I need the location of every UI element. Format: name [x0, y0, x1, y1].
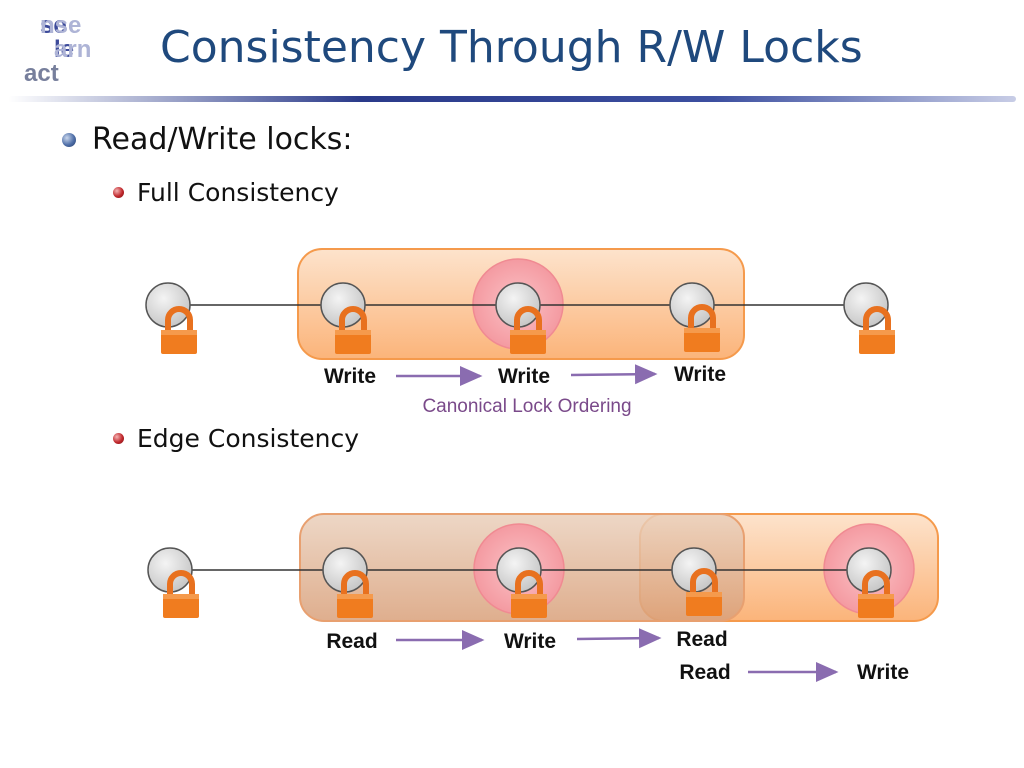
full-consistency-diagram: Write Write Write Canonical Lock Orderin…: [145, 248, 895, 417]
bullet-edge-consistency: Edge Consistency: [113, 424, 359, 453]
logo-text: se: [40, 12, 67, 39]
graph-node: [846, 547, 892, 593]
lock-label-write: Write: [498, 365, 550, 388]
lock-label-write: Write: [857, 661, 909, 684]
bullet-rw-locks: Read/Write locks:: [62, 122, 353, 157]
logo-text: nse: [40, 12, 82, 39]
logo-text: le: [54, 36, 75, 63]
canonical-lock-ordering-caption: Canonical Lock Ordering: [422, 396, 631, 417]
bullet-full-consistency: Full Consistency: [113, 178, 339, 207]
bullet-text: Edge Consistency: [137, 424, 360, 453]
logo-text: act: [24, 60, 59, 87]
lock-label-read: Read: [676, 628, 727, 651]
bullet-text: Full Consistency: [137, 178, 339, 207]
bullet-icon: [113, 187, 124, 198]
lock-label-write: Write: [674, 363, 726, 386]
bullet-text: Read/Write locks:: [92, 122, 353, 157]
title-divider: [8, 96, 1016, 102]
lock-label-read: Read: [326, 630, 377, 653]
lock-label-read: Read: [679, 661, 730, 684]
logo-text: arn: [54, 36, 92, 63]
bullet-icon: [113, 433, 124, 444]
lock-label-write: Write: [324, 365, 376, 388]
lock-label-write: Write: [504, 630, 556, 653]
ordering-arrow: [570, 364, 658, 385]
ordering-arrow: [576, 628, 662, 649]
slide-title: Consistency Through R/W Locks: [160, 22, 863, 73]
edge-consistency-diagram: Read Write Read Read Write: [147, 513, 939, 684]
bullet-icon: [62, 132, 76, 147]
